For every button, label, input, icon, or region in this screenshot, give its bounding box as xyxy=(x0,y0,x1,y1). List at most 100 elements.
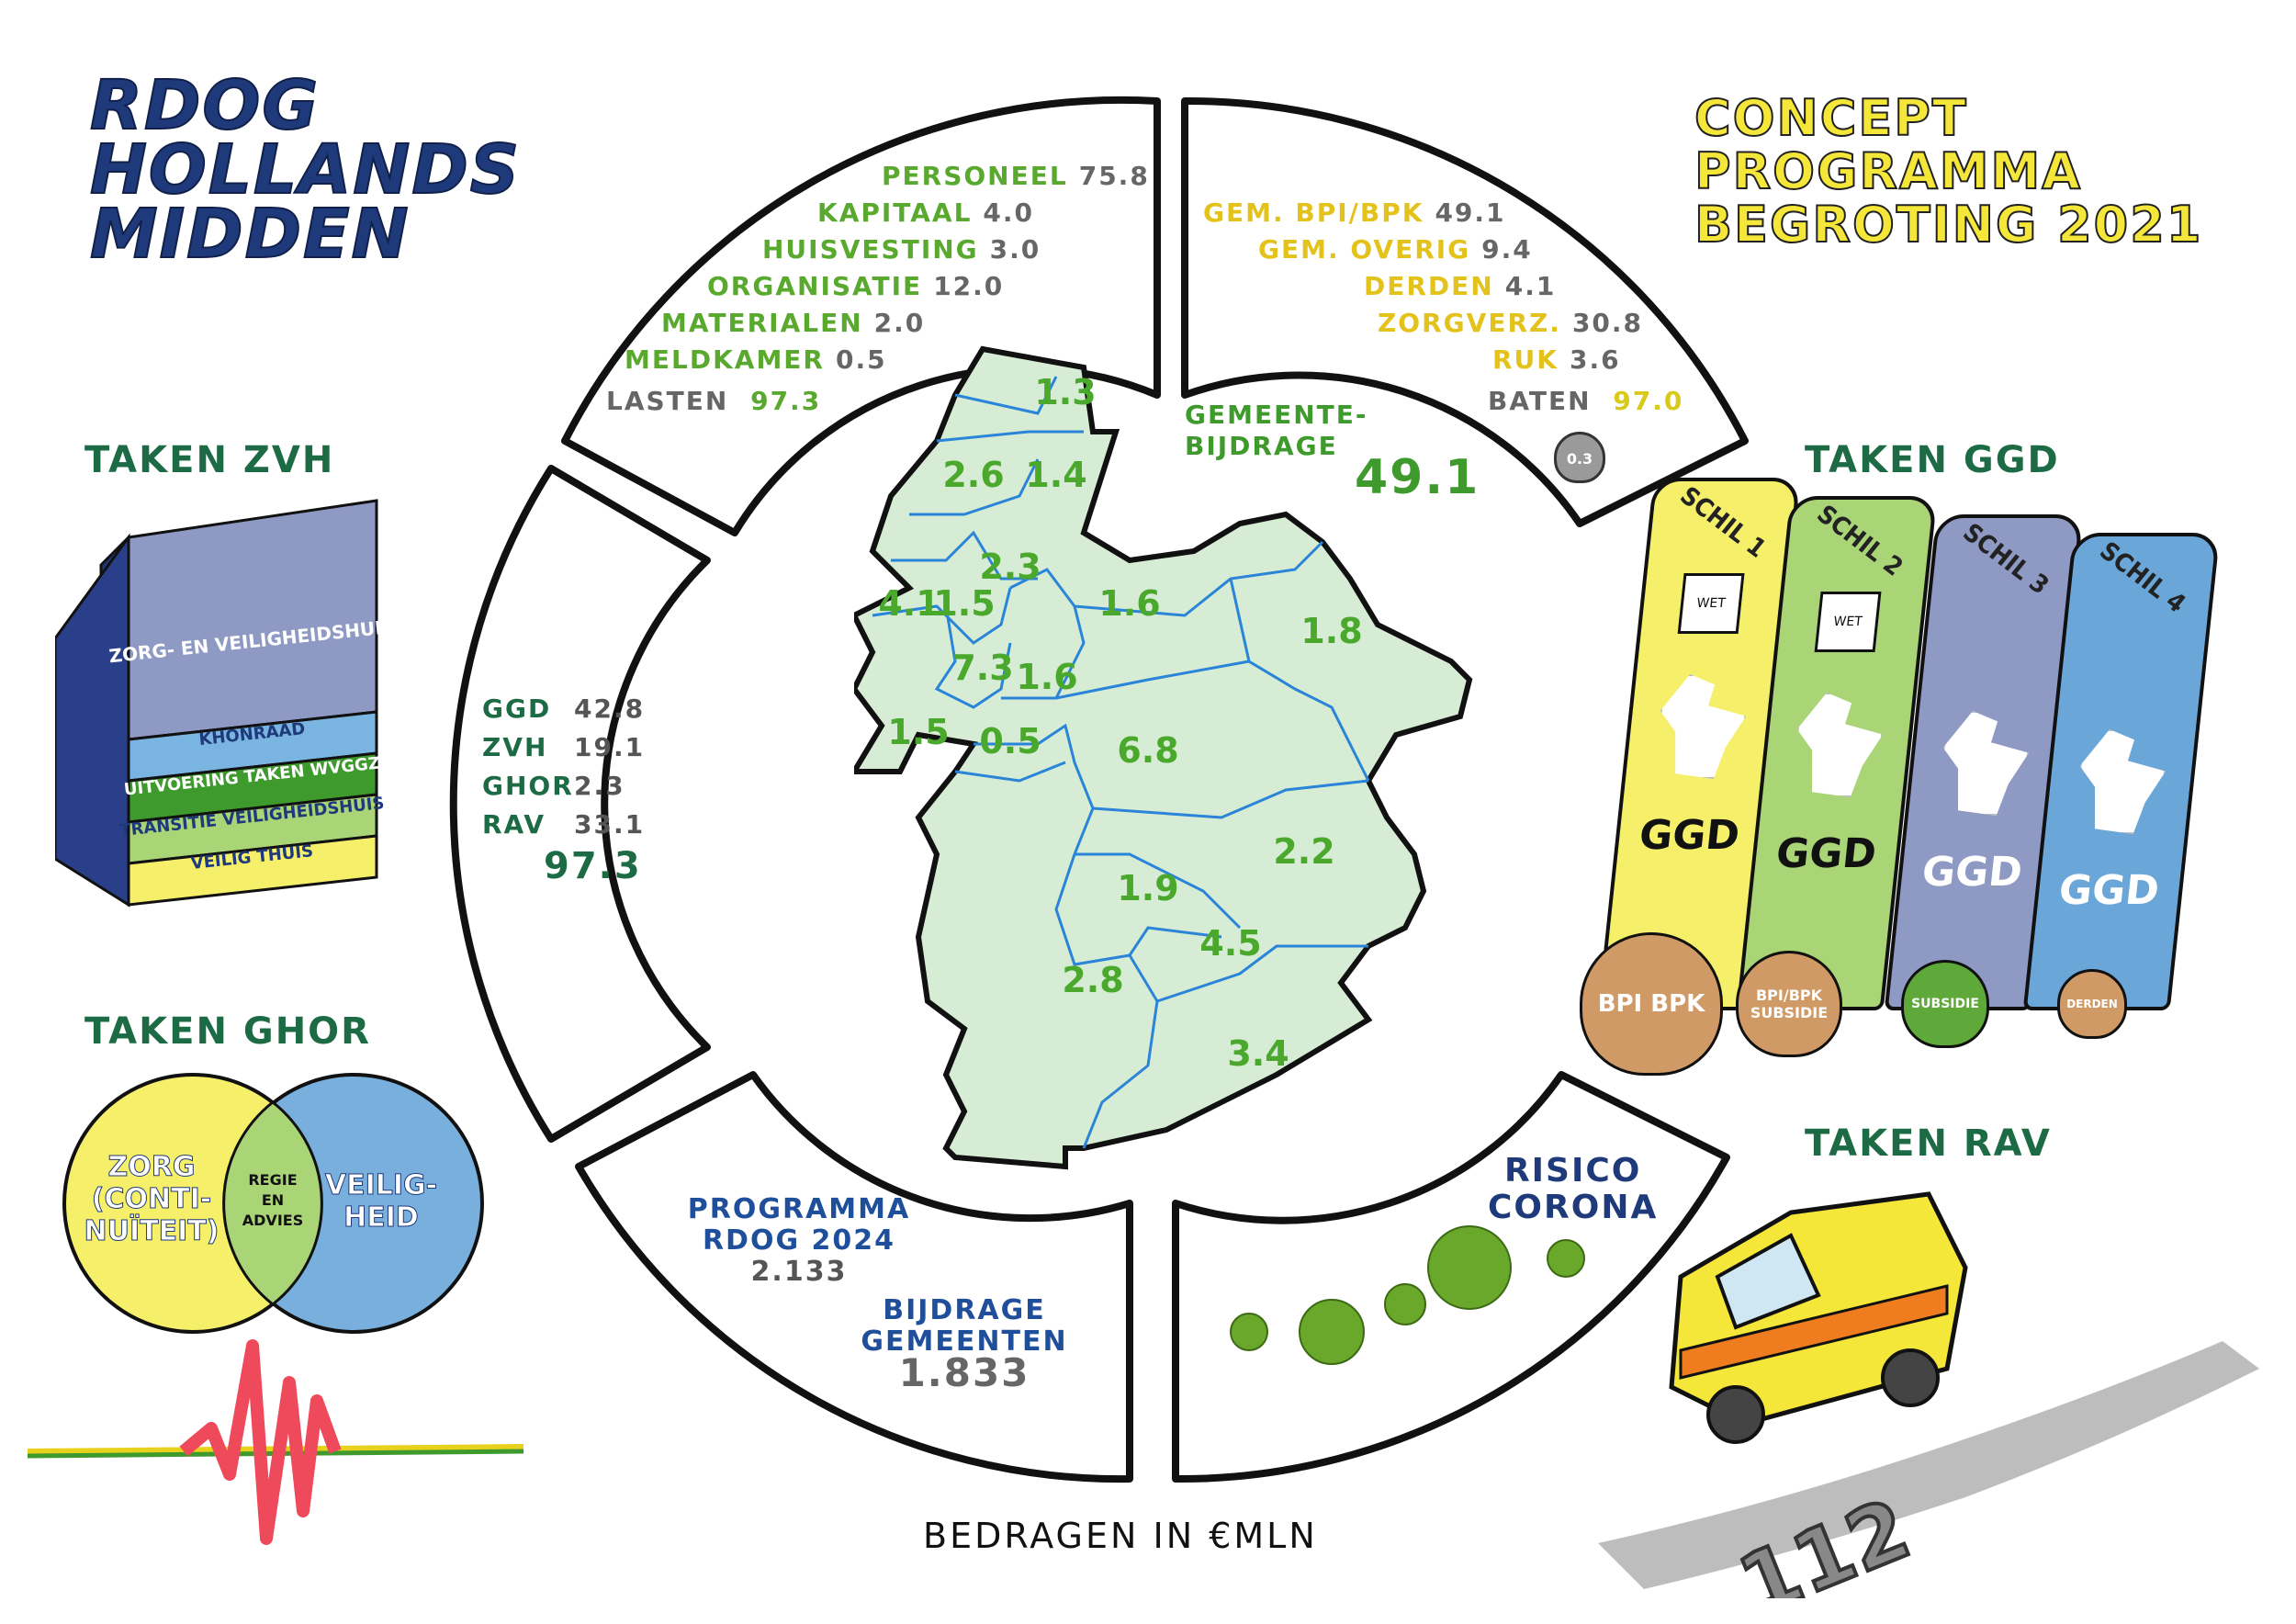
programma-item-label: GHOR xyxy=(482,771,574,801)
lasten-item: MELDKAMER 0.5 xyxy=(625,344,887,375)
zvh-house: ZORG- EN VEILIGHEIDSHUIS KHONRAAD UITVOE… xyxy=(55,499,396,908)
ghor-regie-label: ADVIES xyxy=(242,1212,303,1229)
gemeentebijdrage-label: GEMEENTE- BIJDRAGE xyxy=(1185,400,1368,462)
ring-segment-rdog xyxy=(575,1071,1133,1483)
ggd-schil-label: SCHIL 1 xyxy=(1674,481,1772,564)
programma-item-value: 42.8 xyxy=(574,694,646,724)
baten-item-label: DERDEN xyxy=(1364,271,1494,301)
baten-item-value: 30.8 xyxy=(1571,308,1644,338)
money-bag-label: DERDEN xyxy=(2066,998,2118,1010)
lasten-item-label: MATERIALEN xyxy=(661,308,863,338)
ghor-heading: TAKEN GHOR xyxy=(84,1010,371,1053)
lasten-total-value: 97.3 xyxy=(750,386,822,416)
risico-line-1: RISICO xyxy=(1503,1152,1642,1190)
virus-icon xyxy=(1299,1299,1365,1365)
ghor-zorg-label: ZORG xyxy=(108,1151,196,1183)
bijdrage-gemeenten-value: 1.833 xyxy=(898,1350,1030,1395)
map-value: 1.9 xyxy=(1117,868,1178,908)
money-bag-icon: 0.3 xyxy=(1554,432,1605,483)
risico-corona-label: RISICO CORONA xyxy=(1488,1153,1658,1226)
ggd-schil-ggd: GGD xyxy=(1919,849,2025,896)
map-value: 0.5 xyxy=(979,721,1041,761)
zvh-heading: TAKEN ZVH xyxy=(84,439,335,481)
money-bag-icon: SUBSIDIE xyxy=(1901,960,1989,1048)
lasten-item-label: ORGANISATIE xyxy=(707,271,923,301)
bijdrage-gemeenten-line-2: GEMEENTEN xyxy=(861,1325,1068,1358)
ggd-schil-ggd: GGD xyxy=(2056,867,2162,914)
baten-item: DERDEN 4.1 xyxy=(1364,271,1556,301)
ghor-regie-label: REGIE xyxy=(248,1171,297,1189)
lasten-item-label: KAPITAAL xyxy=(817,197,973,228)
ggd-schil-label: SCHIL 2 xyxy=(1811,500,1908,582)
programma-item-value: 2.3 xyxy=(574,771,625,801)
map-value: 1.8 xyxy=(1300,611,1362,651)
gemeentebijdrage-line-1: GEMEENTE- xyxy=(1185,400,1368,430)
map-value: 2.2 xyxy=(1273,831,1334,872)
programma-item: ZVH 19.1 xyxy=(482,732,645,762)
programma-item-label: RAV xyxy=(482,809,546,840)
programma-item-value: 19.1 xyxy=(574,732,646,762)
ghor-pulse-icon xyxy=(28,1339,523,1545)
lasten-item-label: HUISVESTING xyxy=(762,234,979,265)
programma-item-label: ZVH xyxy=(482,732,548,762)
baten-item-label: RUK xyxy=(1492,344,1559,375)
concept-line-1: CONCEPT xyxy=(1694,89,1968,147)
map-value: 1.6 xyxy=(1098,583,1160,624)
ghor-veiligheid-label: HEID xyxy=(343,1201,419,1234)
ggd-heading: TAKEN GGD xyxy=(1805,439,2060,481)
law-book-icon: WET xyxy=(1814,592,1882,652)
map-value: 2.6 xyxy=(942,455,1004,495)
ggd-schil-label: SCHIL 4 xyxy=(2093,536,2191,619)
rav-heading: TAKEN RAV xyxy=(1805,1122,2052,1165)
virus-icon xyxy=(1384,1283,1426,1325)
lasten-item-value: 0.5 xyxy=(836,344,887,375)
programma-rdog-value: 2.133 xyxy=(750,1256,848,1288)
ghor-veiligheid-label: VEILIG- xyxy=(325,1169,437,1201)
baten-item-value: 49.1 xyxy=(1435,197,1506,228)
ambulance-illustration: 112 xyxy=(1598,1191,2259,1598)
ggd-schil-label: SCHIL 3 xyxy=(1956,518,2054,601)
ring-segment-baten xyxy=(1181,96,1749,527)
map-value: 2.8 xyxy=(1062,960,1123,1000)
page-title: RDOG HOLLANDS MIDDEN xyxy=(89,66,522,269)
baten-item: RUK 3.6 xyxy=(1492,344,1621,375)
virus-icon xyxy=(1230,1313,1268,1351)
ring-segment-lasten xyxy=(561,96,1161,536)
title-line-1: RDOG xyxy=(89,66,321,145)
lasten-item-value: 4.0 xyxy=(983,197,1035,228)
risico-line-2: CORONA xyxy=(1488,1189,1659,1226)
lasten-item: ORGANISATIE 12.0 xyxy=(707,271,1004,301)
ghor-regie-label: EN xyxy=(262,1191,284,1209)
map-value: 1.5 xyxy=(933,583,995,624)
baten-item-label: ZORGVERZ. xyxy=(1378,308,1561,338)
footer-note: BEDRAGEN IN €MLN xyxy=(923,1516,1318,1556)
money-bag-label: BPI BPK xyxy=(1597,990,1705,1018)
lasten-item-label: MELDKAMER xyxy=(625,344,825,375)
money-bag-icon: BPI BPK xyxy=(1580,932,1723,1076)
lasten-item-value: 75.8 xyxy=(1078,161,1150,191)
ggd-schil-ggd: GGD xyxy=(1637,812,1742,859)
lasten-item: KAPITAAL 4.0 xyxy=(817,197,1034,228)
title-line-2: HOLLANDS xyxy=(89,130,522,209)
map-value: 2.3 xyxy=(979,547,1041,587)
programma-rdog-line-1: PROGRAMMA xyxy=(687,1193,911,1225)
concept-line-2: PROGRAMMA xyxy=(1694,142,2083,200)
concept-line-3: BEGROTING 2021 xyxy=(1694,196,2203,254)
ring-segment-programmas xyxy=(449,465,711,1143)
baten-item-value: 3.6 xyxy=(1570,344,1621,375)
map-value: 7.3 xyxy=(951,648,1013,688)
baten-total-value: 97.0 xyxy=(1613,386,1684,416)
map-value: 3.4 xyxy=(1227,1033,1289,1074)
baten-total-label: BATEN xyxy=(1488,386,1592,416)
virus-icon xyxy=(1427,1225,1512,1310)
concept-heading: CONCEPT PROGRAMMA BEGROTING 2021 xyxy=(1694,89,2203,254)
virus-icon xyxy=(1547,1239,1585,1278)
lasten-item-value: 12.0 xyxy=(933,271,1005,301)
baten-item-value: 4.1 xyxy=(1504,271,1557,301)
